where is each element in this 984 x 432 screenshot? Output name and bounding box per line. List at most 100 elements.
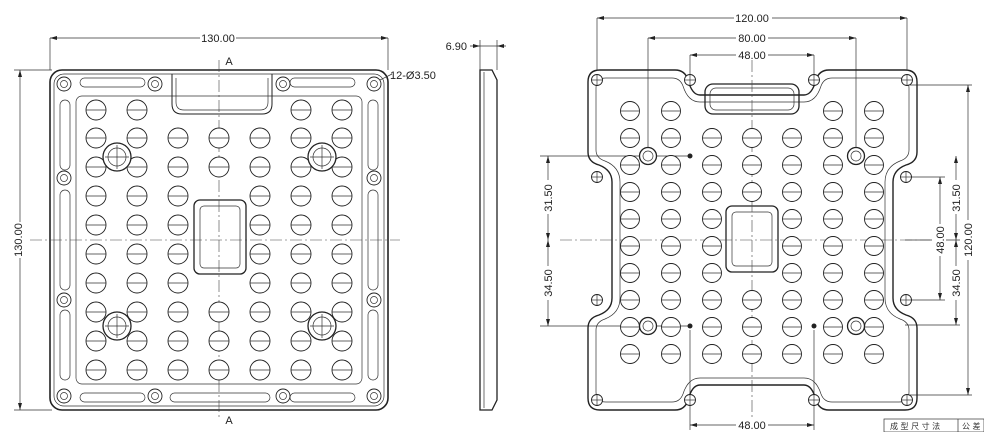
grid-hole	[864, 344, 884, 364]
grid-hole	[249, 272, 271, 294]
left-height-dimension: 130.00	[10, 70, 26, 410]
grid-hole	[742, 317, 762, 337]
right-hole-grid	[620, 101, 884, 364]
mounting-hole	[56, 76, 72, 92]
grid-hole	[661, 344, 681, 364]
grid-hole	[864, 317, 884, 337]
grid-hole	[782, 182, 802, 202]
locating-pin	[102, 311, 132, 341]
mounting-hole	[56, 388, 72, 404]
locating-pin	[307, 311, 337, 341]
grid-hole	[864, 155, 884, 175]
mounting-hole	[275, 76, 291, 92]
right-dim-right-upper: 31.50	[948, 156, 963, 240]
grid-hole	[85, 99, 107, 121]
grid-hole	[864, 128, 884, 148]
grid-hole	[249, 359, 271, 381]
right-dim-bottom: 48.00	[690, 418, 814, 432]
grid-hole	[290, 156, 312, 178]
mounting-hole	[366, 292, 382, 308]
grid-hole	[208, 127, 230, 149]
grid-hole	[167, 330, 189, 352]
grid-hole	[331, 127, 353, 149]
grid-hole	[742, 128, 762, 148]
grid-hole	[823, 263, 843, 283]
grid-hole	[620, 155, 640, 175]
locating-pin	[638, 316, 658, 336]
dot-marker	[687, 153, 693, 159]
right-dim-right-mid-label: 48.00	[935, 226, 947, 254]
grid-hole	[823, 182, 843, 202]
left-plate-view: 130.00 130.00	[10, 31, 436, 427]
grid-hole	[782, 290, 802, 310]
grid-hole	[864, 290, 884, 310]
grid-hole	[167, 127, 189, 149]
right-dim-top-overall-label: 120.00	[735, 13, 769, 25]
locating-pin	[307, 142, 337, 172]
grid-hole	[661, 317, 681, 337]
grid-hole	[208, 301, 230, 323]
right-dim-right-mid: 48.00	[932, 177, 947, 300]
grid-hole	[126, 330, 148, 352]
mounting-hole	[900, 294, 912, 306]
mounting-hole	[366, 76, 382, 92]
grid-hole	[620, 290, 640, 310]
grid-hole	[823, 128, 843, 148]
right-dim-left-lower-label: 34.50	[543, 269, 555, 297]
grid-hole	[249, 185, 271, 207]
grid-hole	[620, 317, 640, 337]
right-dim-right-upper-label: 31.50	[951, 184, 963, 212]
grid-hole	[85, 359, 107, 381]
mounting-hole	[366, 170, 382, 186]
grid-hole	[85, 214, 107, 236]
grid-hole	[167, 185, 189, 207]
grid-hole	[823, 209, 843, 229]
grid-hole	[702, 155, 722, 175]
grid-hole	[661, 209, 681, 229]
mounting-hole	[591, 171, 603, 183]
grid-hole	[290, 243, 312, 265]
mounting-hole	[808, 74, 820, 86]
grid-hole	[290, 214, 312, 236]
grid-hole	[249, 301, 271, 323]
grid-hole	[290, 272, 312, 294]
grid-hole	[167, 214, 189, 236]
grid-hole	[702, 317, 722, 337]
grid-hole	[742, 155, 762, 175]
right-dim-top-mid: 80.00	[648, 31, 856, 45]
grid-hole	[126, 214, 148, 236]
right-dim-left-upper: 31.50	[540, 156, 555, 240]
grid-hole	[85, 301, 107, 323]
grid-hole	[742, 182, 762, 202]
side-thickness-label: 6.90	[446, 41, 467, 53]
grid-hole	[702, 263, 722, 283]
right-dim-bottom-label: 48.00	[738, 420, 766, 432]
mounting-hole	[684, 74, 696, 86]
grid-hole	[126, 359, 148, 381]
grid-hole	[249, 214, 271, 236]
right-dim-left-lower: 34.50	[540, 240, 555, 326]
grid-hole	[249, 156, 271, 178]
grid-hole	[249, 243, 271, 265]
left-width-label: 130.00	[201, 33, 235, 45]
right-mounting-holes	[591, 74, 913, 406]
section-marker-top: A	[225, 56, 233, 68]
grid-hole	[331, 272, 353, 294]
right-dim-top-mid-label: 80.00	[738, 33, 766, 45]
dot-marker	[811, 323, 817, 329]
locating-pin	[638, 146, 658, 166]
grid-hole	[167, 301, 189, 323]
grid-hole	[208, 330, 230, 352]
right-dim-left-upper-label: 31.50	[543, 184, 555, 212]
grid-hole	[126, 99, 148, 121]
left-mounting-holes	[56, 76, 382, 404]
grid-hole	[85, 272, 107, 294]
locating-pin	[102, 142, 132, 172]
grid-hole	[85, 156, 107, 178]
grid-hole	[702, 182, 722, 202]
mounting-hole	[275, 388, 291, 404]
grid-hole	[782, 344, 802, 364]
grid-hole	[782, 236, 802, 256]
grid-hole	[620, 101, 640, 121]
